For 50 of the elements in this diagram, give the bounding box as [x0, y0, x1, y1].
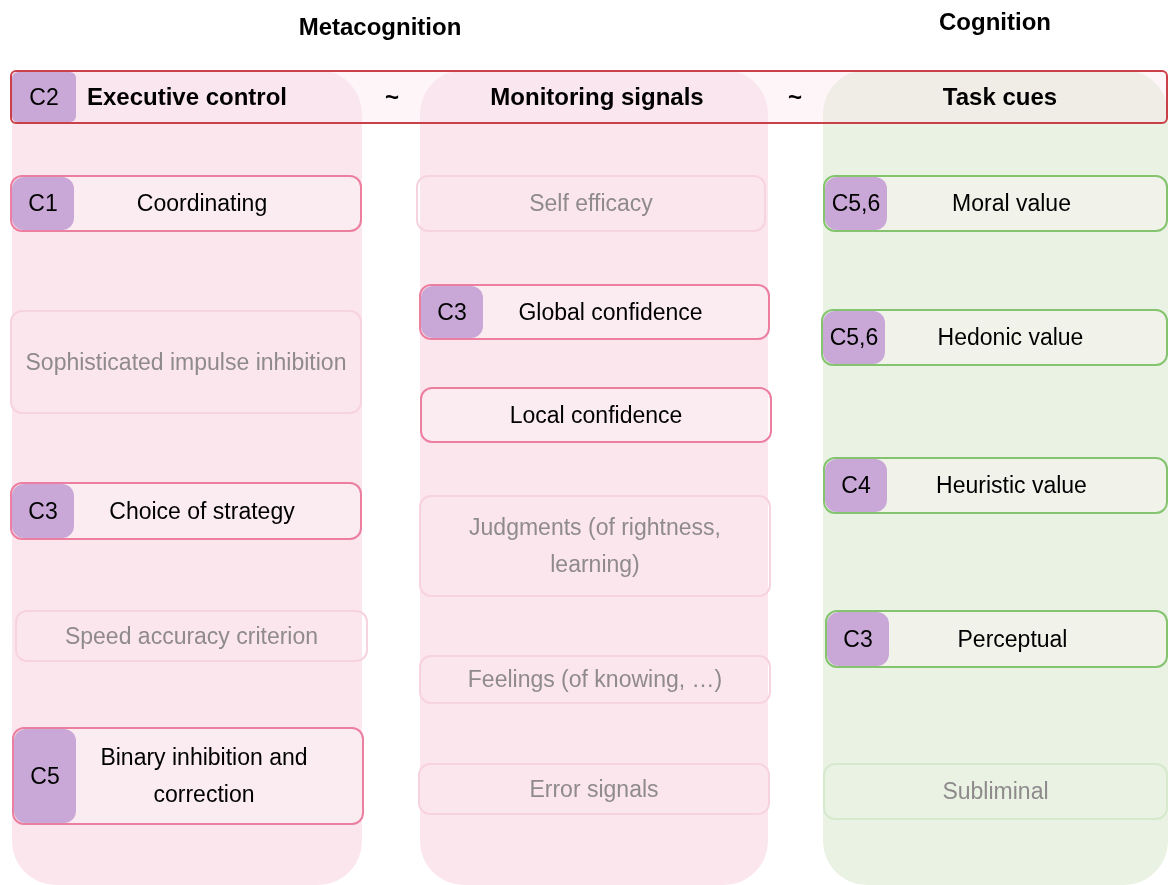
item-label: Moral value	[951, 189, 1072, 219]
item-label: Binary inhibition and correction	[99, 743, 309, 809]
criterion-tag: C3	[12, 484, 74, 538]
item-label: Feelings (of knowing, …)	[466, 665, 724, 695]
item-label: Speed accuracy criterion	[63, 621, 320, 651]
item-label: Error signals	[528, 774, 660, 804]
item-label: Coordinating	[135, 189, 269, 219]
item-label: Global confidence	[517, 297, 704, 327]
item-label: Sophisticated impulse inhibition	[24, 347, 348, 377]
item-label: Subliminal	[941, 777, 1050, 807]
item-box	[10, 175, 362, 232]
criterion-tag: C5	[14, 729, 76, 823]
column-heading: Executive control	[86, 82, 288, 112]
criterion-tag: C5,6	[823, 311, 885, 364]
column-heading: ~	[788, 82, 802, 112]
item-box	[420, 387, 772, 443]
item-box	[821, 309, 1168, 366]
item-box	[418, 763, 770, 815]
item-box	[15, 610, 368, 662]
item-box	[823, 763, 1168, 820]
item-label: Local confidence	[508, 400, 684, 430]
criterion-tag: C4	[825, 459, 887, 512]
item-box	[419, 284, 770, 340]
column-heading: Monitoring signals	[490, 82, 704, 112]
item-box	[12, 727, 364, 825]
item-box	[823, 457, 1168, 514]
item-box	[419, 655, 771, 704]
criterion-tag: C1	[12, 177, 74, 230]
section-heading: Metacognition	[298, 12, 462, 42]
column-heading: Task cues	[942, 82, 1058, 112]
criterion-tag: C3	[421, 286, 483, 338]
item-box	[10, 482, 362, 540]
item-label: Hedonic value	[936, 323, 1085, 353]
header-bar	[10, 70, 1168, 124]
item-label: Choice of strategy	[108, 496, 296, 526]
item-label: Self efficacy	[528, 189, 654, 219]
column-heading: ~	[385, 82, 399, 112]
item-label: Judgments (of rightness, learning)	[468, 513, 722, 579]
item-box	[10, 310, 362, 414]
column-band	[823, 70, 1168, 885]
item-label: Heuristic value	[935, 471, 1088, 501]
item-box	[419, 495, 771, 597]
item-box	[823, 175, 1168, 232]
item-label: Perceptual	[956, 624, 1069, 654]
item-box	[825, 610, 1168, 668]
item-box	[416, 175, 766, 232]
criterion-tag: C3	[827, 612, 889, 666]
criterion-tag: C2	[12, 72, 76, 122]
section-heading: Cognition	[939, 7, 1051, 37]
criterion-tag: C5,6	[825, 177, 887, 230]
